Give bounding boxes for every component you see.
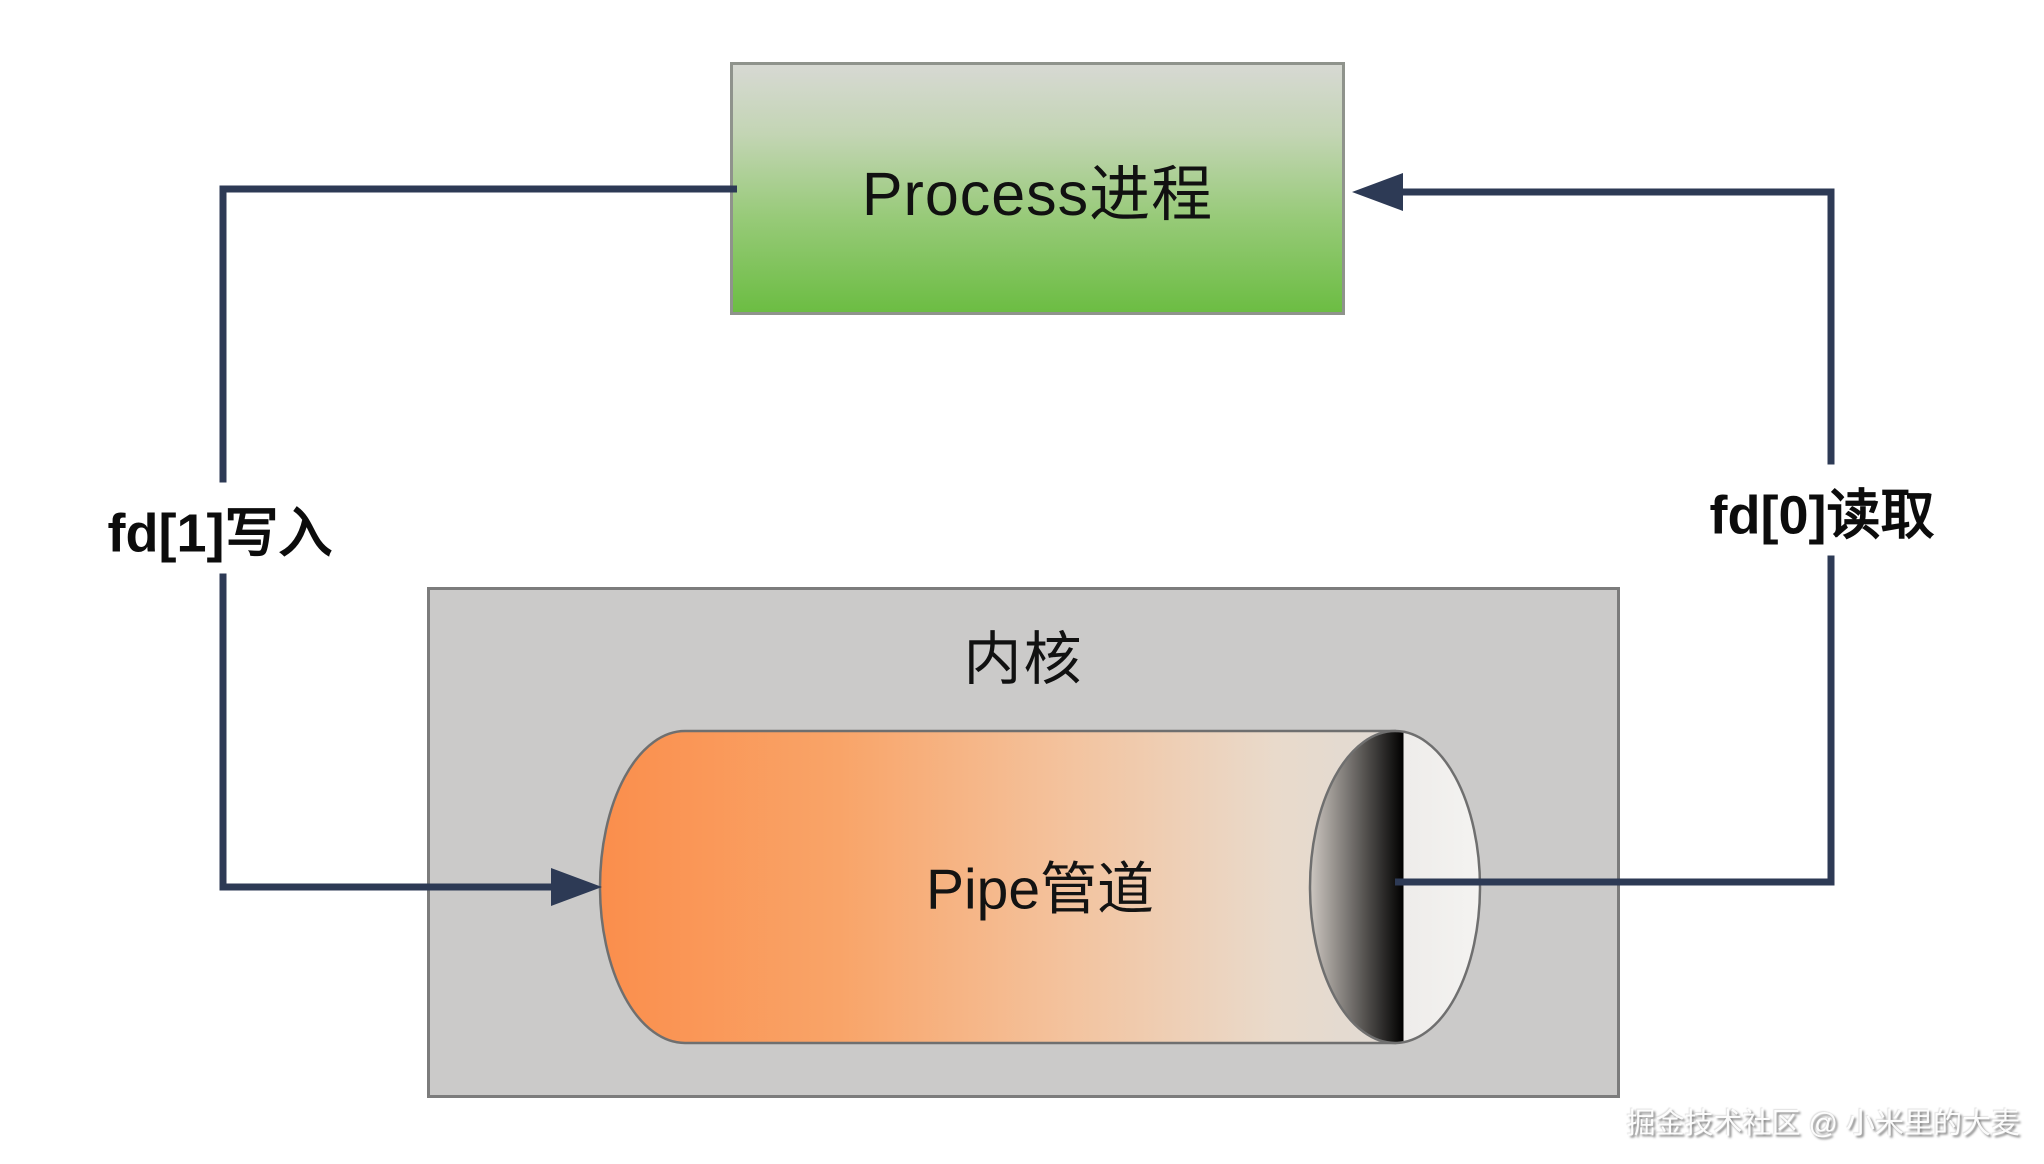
- write-path-label: fd[1]写入: [95, 482, 345, 574]
- kernel-box: 内核: [427, 587, 1620, 1098]
- process-box: Process进程: [730, 62, 1345, 315]
- process-box-label: Process进程: [861, 160, 1214, 228]
- kernel-box-label: 内核: [963, 627, 1084, 692]
- read-arrowhead: [1352, 173, 1403, 211]
- watermark: 掘金技术社区 @ 小米里的大麦: [1626, 1108, 2020, 1140]
- read-path-label: fd[0]读取: [1697, 464, 1947, 556]
- pipe-label: Pipe管道: [925, 857, 1155, 922]
